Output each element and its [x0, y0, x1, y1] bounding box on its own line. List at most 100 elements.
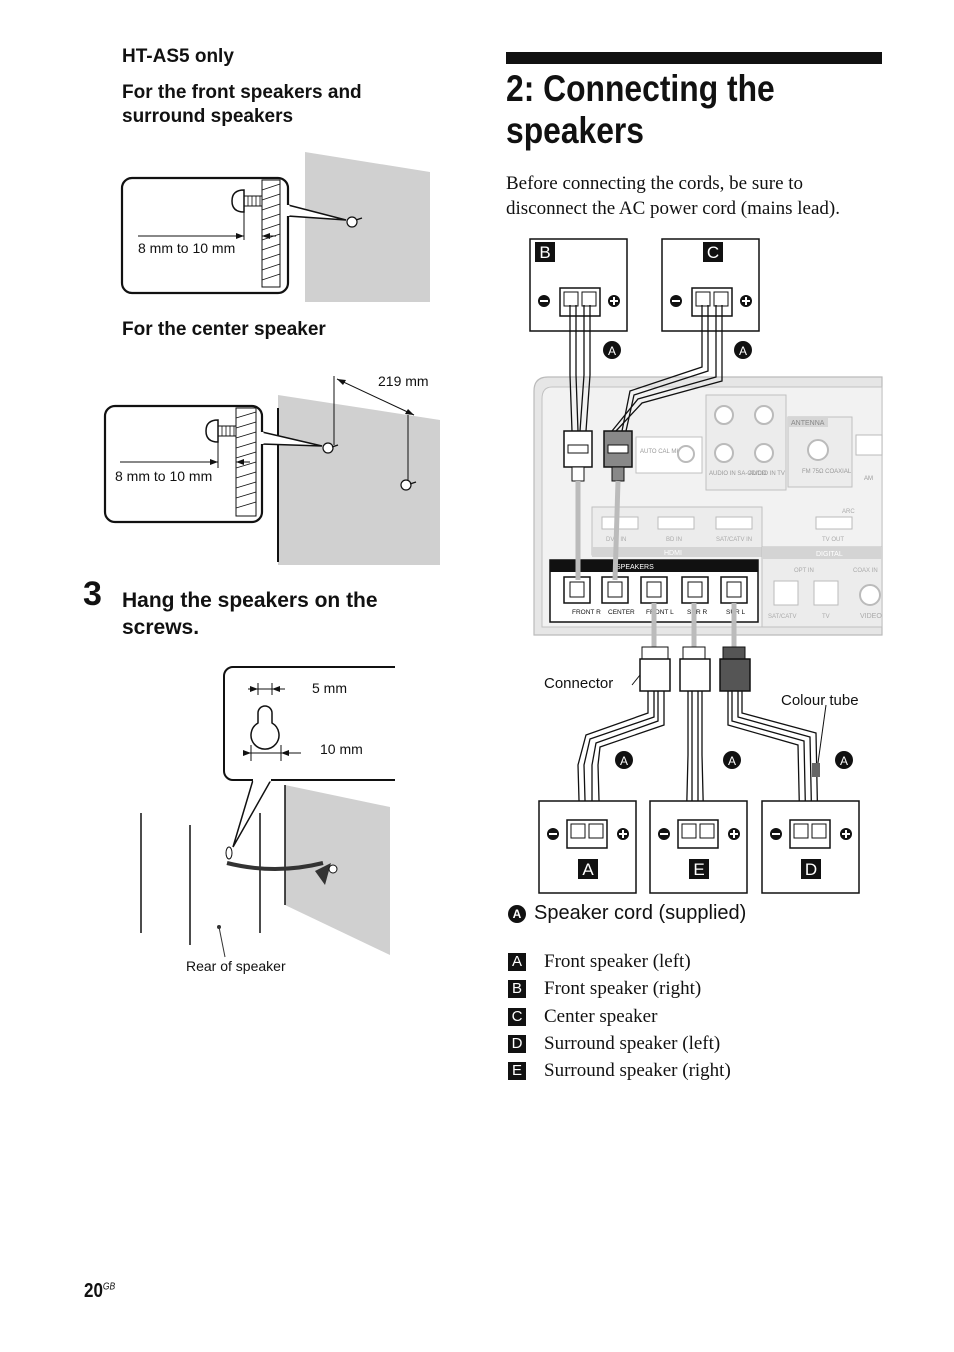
cord-marker-label: A	[620, 754, 628, 768]
hatched-wall	[261, 179, 281, 288]
speaker-box-front-right: B	[529, 238, 628, 332]
cord-marker-label: A	[608, 344, 616, 358]
intro-text: Before connecting the cords, be sure to …	[506, 173, 840, 219]
cord-front-right	[569, 305, 591, 432]
speaker-box-front-left: A	[538, 800, 637, 894]
screw-icon	[400, 479, 417, 491]
connector-icon	[563, 430, 633, 482]
speakers-header: SPEAKERS	[616, 564, 654, 571]
terminal-front-r: FRONT R	[572, 609, 601, 616]
tv-label: TV	[822, 614, 830, 620]
cord-marker-label: A	[728, 754, 736, 768]
hanging-illustration	[140, 666, 395, 958]
fm-antenna-jack-icon	[807, 439, 829, 461]
legend-letter: B	[508, 980, 526, 998]
box-letter-front-right: B	[539, 243, 550, 262]
cord-marker-label: A	[840, 754, 848, 768]
cord-marker-icon	[734, 341, 752, 359]
colour-tube-icon	[812, 763, 820, 777]
legend-letter: A	[508, 953, 526, 971]
coax-in-label: COAX IN	[853, 568, 878, 574]
speaker-box-surround-left: D	[761, 800, 860, 894]
hdmi-sat-label: SAT/CATV IN	[716, 537, 752, 543]
front-screw-dimension: 8 mm to 10 mm	[138, 240, 236, 256]
cord-center	[611, 305, 723, 432]
legend-letter: E	[508, 1062, 526, 1080]
center-spacing-dimension: 219 mm	[378, 373, 429, 389]
fm-label: FM 75Ω COAXIAL	[802, 469, 852, 475]
wiring-diagram: AUDIO IN SA-CD/CD AUDIO IN TV ANTENNA FM…	[529, 238, 883, 894]
screw-closeup-icon	[205, 419, 237, 443]
legend-letter: C	[508, 1008, 526, 1026]
center-heading: For the center speaker	[122, 319, 326, 340]
box-letter-surround-left: D	[805, 860, 817, 879]
speaker-box-center: C	[661, 238, 760, 332]
sat-catv-label: SAT/CATV	[768, 614, 796, 620]
legend-letter: D	[508, 1035, 526, 1053]
hdmi-label: HDMI	[664, 550, 682, 557]
page-number-value: 20	[84, 1280, 103, 1302]
terminal-sur-r: SUR R	[687, 609, 708, 616]
speaker-box-surround-right: E	[649, 800, 748, 894]
box-letter-center: C	[707, 243, 719, 262]
center-screw-dimension: 8 mm to 10 mm	[115, 468, 213, 484]
cord-surround-left	[727, 691, 819, 836]
box-letter-surround-right: E	[693, 860, 704, 879]
center-screw-illustration	[103, 376, 440, 565]
cord-marker-icon	[723, 751, 741, 769]
hdmi-port-icon	[601, 516, 853, 530]
cord-marker-icon	[835, 751, 853, 769]
box-letter-front-left: A	[582, 860, 594, 879]
auto-cal-label: AUTO CAL MIC	[640, 449, 683, 455]
receiver-rear-panel: AUDIO IN SA-CD/CD AUDIO IN TV ANTENNA FM…	[533, 376, 883, 636]
cord-marker-icon	[603, 341, 621, 359]
page-title: 2: Connecting the speakers	[506, 68, 775, 151]
legend-text: Front speaker (right)	[544, 978, 702, 999]
keyhole-icon	[250, 705, 280, 750]
front-screw-illustration	[120, 152, 430, 302]
terminal-front-l: FRONT L	[646, 609, 674, 616]
legend-text: Surround speaker (right)	[544, 1060, 731, 1081]
terminal-center: CENTER	[608, 609, 635, 616]
colour-tube-label: Colour tube	[781, 692, 859, 709]
step-number: 3	[83, 575, 102, 613]
cord-front-left	[577, 691, 665, 836]
keyhole-height-label: 10 mm	[320, 741, 363, 757]
opt-in-label: OPT IN	[794, 568, 814, 574]
model-heading: HT-AS5 only	[122, 46, 234, 67]
legend-text: Center speaker	[544, 1006, 658, 1027]
legend-text: Surround speaker (left)	[544, 1033, 721, 1054]
front-surround-heading: For the front speakers and surround spea…	[122, 82, 362, 127]
am-label: AM	[864, 476, 873, 482]
wall-panel	[278, 395, 440, 565]
title-rule	[506, 52, 882, 64]
screw-icon	[346, 216, 363, 228]
keyhole-small-icon	[225, 846, 233, 860]
cord-marker-label: A	[739, 344, 747, 358]
connector-label: Connector	[544, 675, 614, 692]
screw-closeup-icon	[231, 189, 263, 213]
cord-marker-icon	[615, 751, 633, 769]
cord-legend-text: Speaker cord (supplied)	[534, 902, 747, 924]
page-number: 20GB	[84, 1280, 115, 1303]
mic-jack-icon	[677, 445, 695, 463]
page-region: GB	[102, 1281, 116, 1293]
screw-icon	[328, 864, 338, 874]
legend-text: Front speaker (left)	[544, 951, 691, 972]
wall-panel	[305, 152, 430, 302]
keyhole-width-label: 5 mm	[312, 680, 347, 696]
screw-icon	[322, 442, 339, 454]
connector-icon	[639, 646, 751, 692]
video-label: VIDEO	[860, 613, 882, 620]
optical-port-icon	[773, 580, 799, 606]
step-instruction: Hang the speakers on the screws.	[122, 589, 378, 639]
hdmi-tvout-label: TV OUT	[822, 537, 844, 543]
am-terminal-icon	[855, 434, 883, 456]
antenna-label: ANTENNA	[791, 420, 825, 427]
audio-in-cd-label: AUDIO IN SA-CD/CD	[709, 471, 767, 477]
audio-in-jack-icon	[714, 405, 774, 463]
cord-legend-marker: A	[508, 905, 526, 923]
coax-jack-icon	[859, 584, 881, 606]
rear-of-speaker-label: Rear of speaker	[186, 958, 286, 974]
wall-panel	[285, 785, 390, 955]
